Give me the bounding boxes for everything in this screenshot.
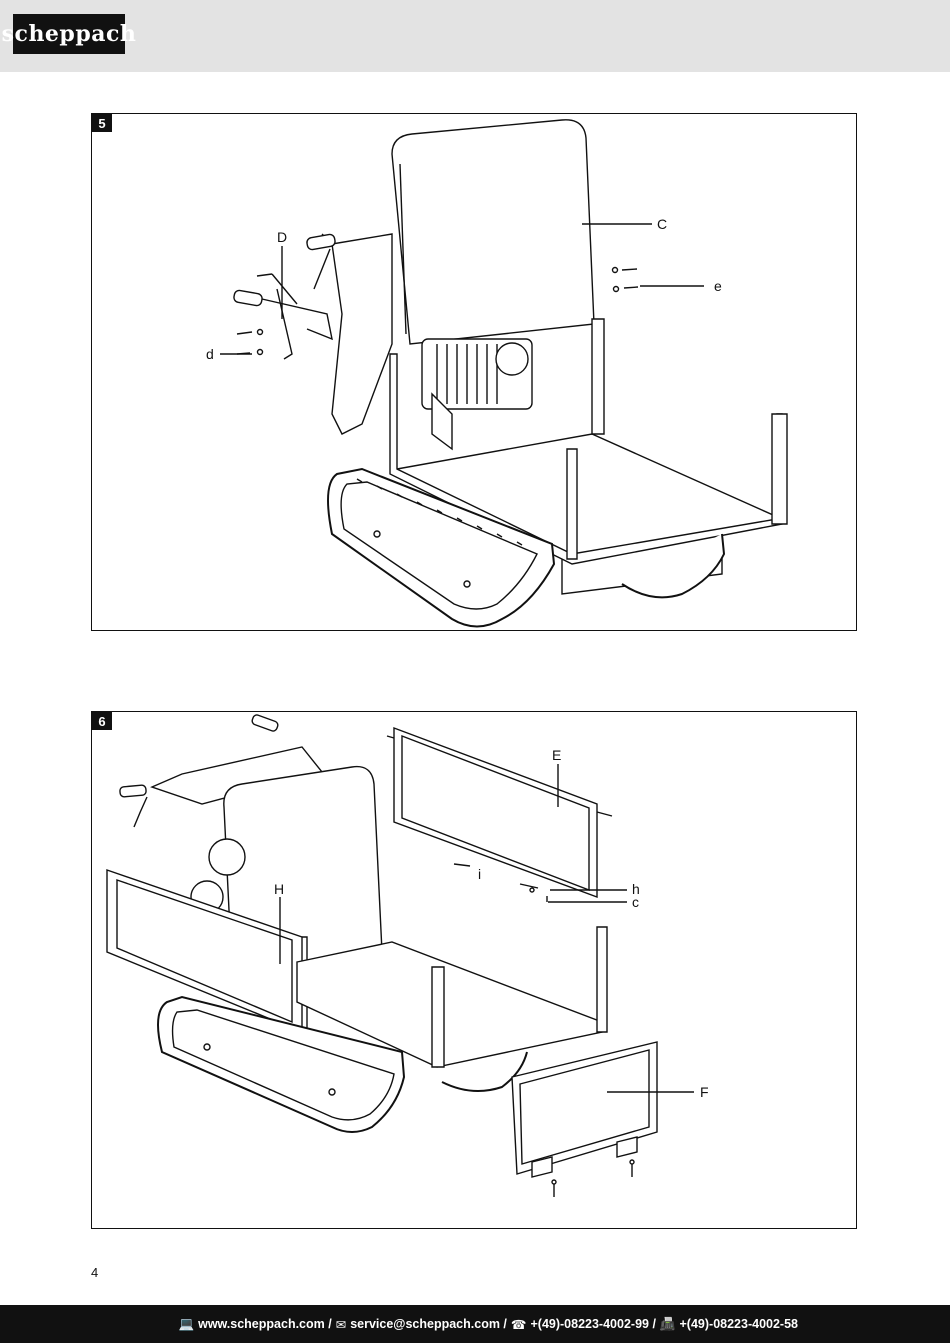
- mail-icon: ✉: [335, 1317, 347, 1332]
- label-D: D: [277, 229, 287, 245]
- label-h: h: [632, 881, 640, 897]
- label-C: C: [657, 216, 667, 232]
- label-F: F: [700, 1084, 709, 1100]
- footer-fax: +(49)-08223-4002-58: [679, 1317, 799, 1331]
- label-E: E: [552, 747, 561, 763]
- page-footer: 💻 www.scheppach.com / ✉ service@scheppac…: [0, 1305, 950, 1343]
- page-header: scheppach: [0, 0, 950, 72]
- figure-number: 5: [92, 114, 112, 132]
- computer-icon: 💻: [178, 1316, 195, 1331]
- figure-number: 6: [92, 712, 112, 730]
- footer-email[interactable]: service@scheppach.com /: [350, 1317, 507, 1331]
- label-c: c: [632, 894, 639, 910]
- figure-5: 5: [91, 113, 857, 631]
- figure-6: 6: [91, 711, 857, 1229]
- figure-5-drawing: C e D d: [206, 119, 788, 628]
- footer-phone: +(49)-08223-4002-99 /: [530, 1317, 656, 1331]
- phone-icon: ☎: [510, 1317, 527, 1332]
- label-e: e: [714, 278, 722, 294]
- footer-website[interactable]: www.scheppach.com /: [198, 1317, 332, 1331]
- figure-6-drawing: E H h c i F: [106, 714, 709, 1197]
- label-i: i: [478, 866, 481, 882]
- page-number: 4: [91, 1265, 99, 1280]
- fax-icon: 📠: [659, 1316, 676, 1331]
- label-d: d: [206, 346, 214, 362]
- brand-logo: scheppach: [2, 14, 136, 54]
- label-H: H: [274, 881, 284, 897]
